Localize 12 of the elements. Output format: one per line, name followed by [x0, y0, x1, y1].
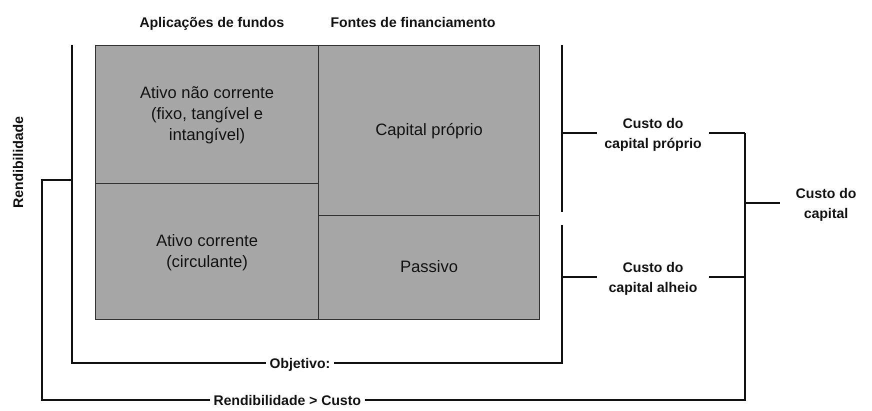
bracket-label: Custo do capital: [794, 184, 858, 223]
block-label: Passivo: [400, 257, 458, 278]
column-heading: Fontes de financiamento: [330, 13, 496, 32]
axis-label: Rendibilidade: [8, 116, 27, 208]
balance-sheet-block: [95, 45, 319, 184]
balance-sheet-block: [318, 45, 540, 216]
balance-sheet-block: [95, 183, 319, 320]
block-label: Capital próprio: [375, 120, 483, 141]
column-heading: Aplicações de fundos: [140, 13, 284, 32]
block-label: Ativo não corrente (fixo, tangível e intangível): [139, 83, 275, 146]
balance-sheet-block: [318, 215, 540, 320]
block-label: Ativo corrente (circulante): [155, 230, 259, 272]
